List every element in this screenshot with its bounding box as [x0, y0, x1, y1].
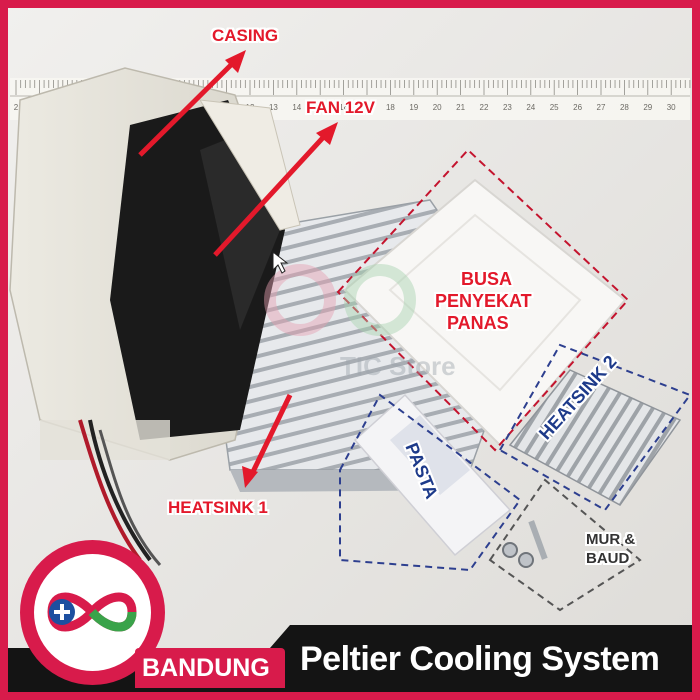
product-title: Peltier Cooling System — [300, 640, 660, 678]
logo-icon — [47, 592, 137, 632]
ruler-number: 13 — [269, 103, 278, 112]
label-busa-line3: PANAS — [447, 313, 509, 333]
label-casing: CASING — [212, 26, 279, 45]
ruler-number: 17 — [363, 103, 372, 112]
ruler-number: 28 — [620, 103, 629, 112]
ruler-number: 2 — [14, 103, 19, 112]
insulation-foam — [336, 148, 630, 452]
ruler-number: 22 — [480, 103, 489, 112]
cursor-icon — [272, 250, 289, 274]
label-busa: BUSA PENYEKAT PANAS — [435, 268, 532, 334]
heatsink-2 — [498, 343, 692, 512]
ruler-number: 30 — [667, 103, 676, 112]
nuts-and-bolts — [488, 478, 642, 612]
label-mur-line2: BAUD — [586, 550, 630, 567]
casing — [9, 67, 301, 461]
label-mur-line1: MUR & — [586, 531, 636, 548]
ruler-number: 20 — [433, 103, 442, 112]
label-busa-line2: PENYEKAT — [435, 291, 532, 311]
ruler-number: 18 — [386, 103, 395, 112]
ruler-number: 24 — [526, 103, 535, 112]
svg-text:TIC Store: TIC Store — [340, 351, 456, 381]
ruler-number: 21 — [456, 103, 465, 112]
label-busa-line1: BUSA — [461, 269, 513, 289]
label-heatsink-1: HEATSINK 1 — [168, 498, 268, 517]
label-fan: FAN 12V — [306, 98, 375, 117]
ruler-number: 16 — [339, 103, 348, 112]
ruler-number: 26 — [573, 103, 582, 112]
ruler-number: 15 — [316, 103, 325, 112]
ruler-number: 25 — [550, 103, 559, 112]
location-label: BANDUNG — [142, 654, 270, 682]
ruler-number: 14 — [292, 103, 301, 112]
cables — [78, 419, 162, 566]
label-mur-baud: MUR & BAUD — [586, 530, 635, 568]
ruler-number: 29 — [643, 103, 652, 112]
thermal-paste — [339, 393, 522, 572]
watermark: TIC Store — [264, 264, 456, 381]
ruler-number: 27 — [597, 103, 606, 112]
ruler-number: 23 — [503, 103, 512, 112]
ruler-number: 19 — [409, 103, 418, 112]
arrow-icon — [138, 50, 338, 488]
location-badge — [135, 648, 285, 688]
